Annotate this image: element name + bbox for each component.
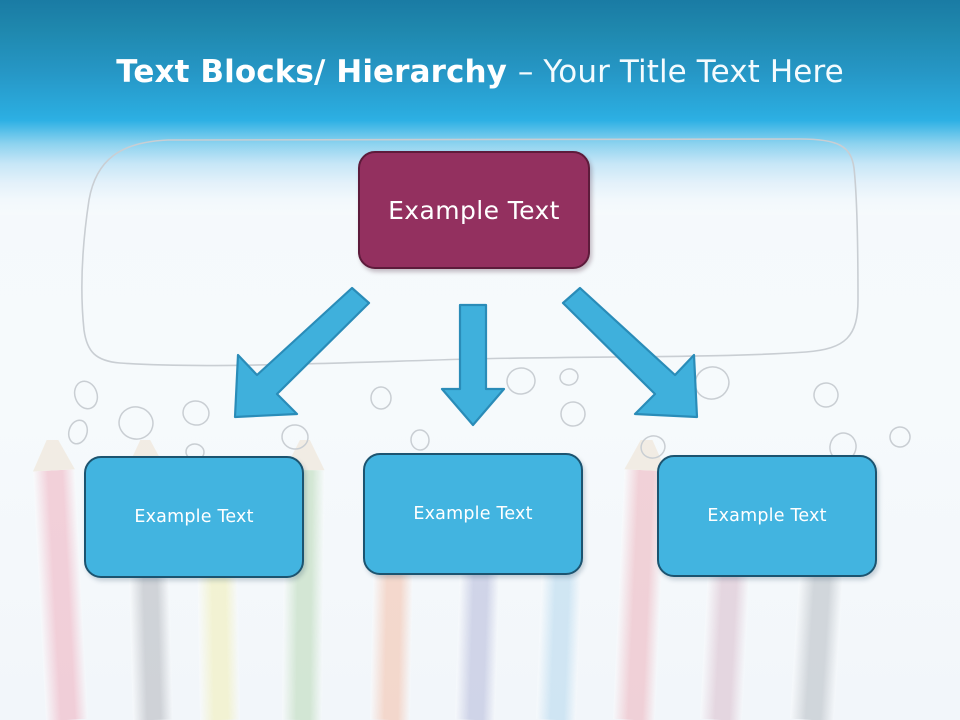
- hierarchy-child-node-3[interactable]: Example Text: [657, 455, 877, 577]
- page-title-regular: Your Title Text Here: [543, 54, 844, 90]
- page-title: Text Blocks/ Hierarchy – Your Title Text…: [0, 52, 960, 92]
- hierarchy-child-label-3: Example Text: [707, 506, 827, 526]
- hierarchy-child-label-1: Example Text: [134, 507, 254, 527]
- hierarchy-child-label-2: Example Text: [413, 504, 533, 524]
- hierarchy-root-label: Example Text: [388, 195, 560, 225]
- pencil-tip-1: [30, 440, 75, 472]
- page-title-dash: –: [517, 54, 544, 90]
- hierarchy-child-node-2[interactable]: Example Text: [363, 453, 583, 575]
- page-title-bold: Text Blocks/ Hierarchy: [116, 54, 518, 90]
- hierarchy-root-node[interactable]: Example Text: [358, 151, 590, 269]
- pencil-1: [30, 440, 88, 720]
- hierarchy-child-node-1[interactable]: Example Text: [84, 456, 304, 578]
